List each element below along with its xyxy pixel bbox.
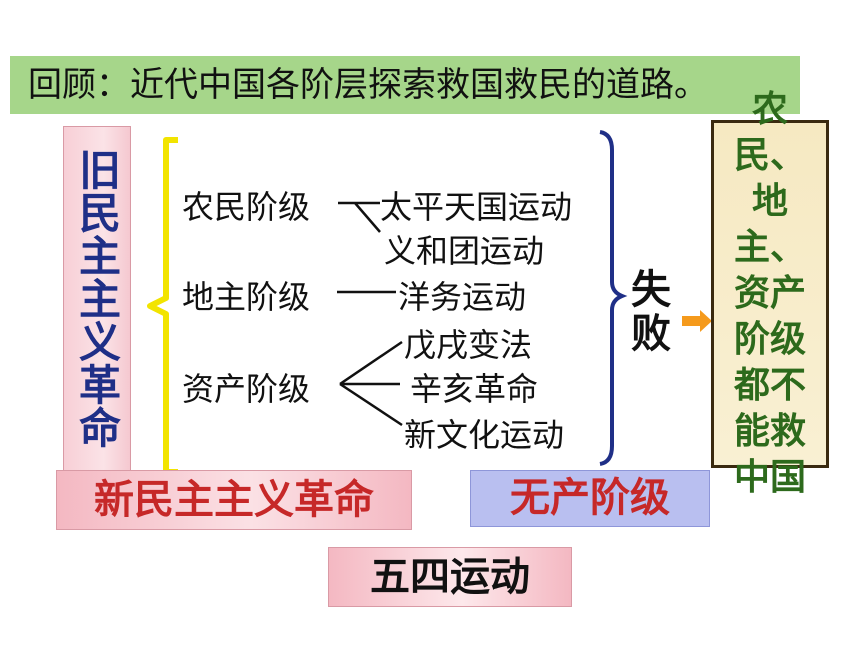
- conclusion-text: 农民、地主、资产阶级都不能救中国: [733, 89, 806, 498]
- title-banner: 回顾：近代中国各阶层探索救国救民的道路。: [10, 56, 800, 114]
- bourgeois-connector: [339, 340, 403, 427]
- movement-reform: 戊戌变法: [404, 326, 533, 364]
- result-failure: 失败: [624, 268, 670, 356]
- may-fourth-label: 五四运动: [370, 554, 530, 600]
- proletariat-label: 无产阶级: [510, 475, 670, 521]
- movement-boxer: 义和团运动: [384, 232, 545, 270]
- movement-xinhai: 辛亥革命: [410, 370, 539, 408]
- may-fourth-box: 五四运动: [328, 547, 572, 607]
- movement-new-culture: 新文化运动: [404, 416, 565, 454]
- proletariat-box: 无产阶级: [470, 470, 710, 527]
- old-democratic-revolution-box: 旧民主主义革命: [63, 126, 131, 471]
- title-text: 回顾：近代中国各阶层探索救国救民的道路。: [28, 65, 708, 105]
- conclusion-box: 农民、地主、资产阶级都不能救中国: [711, 89, 829, 498]
- old-democratic-revolution-label: 旧民主主义革命: [72, 148, 122, 449]
- class-peasant: 农民阶级: [182, 188, 311, 226]
- left-brace: [147, 137, 178, 475]
- arrow-icon: [682, 310, 712, 332]
- new-democratic-revolution-box: 新民主主义革命: [56, 470, 412, 530]
- class-bourgeois: 资产阶级: [182, 370, 311, 408]
- movement-westernization: 洋务运动: [398, 278, 527, 316]
- new-democratic-revolution-label: 新民主主义革命: [94, 477, 374, 523]
- peasant-connector: [338, 201, 381, 233]
- class-landlord: 地主阶级: [182, 278, 311, 316]
- right-brace: [599, 130, 628, 466]
- movement-taiping: 太平天国运动: [380, 188, 573, 226]
